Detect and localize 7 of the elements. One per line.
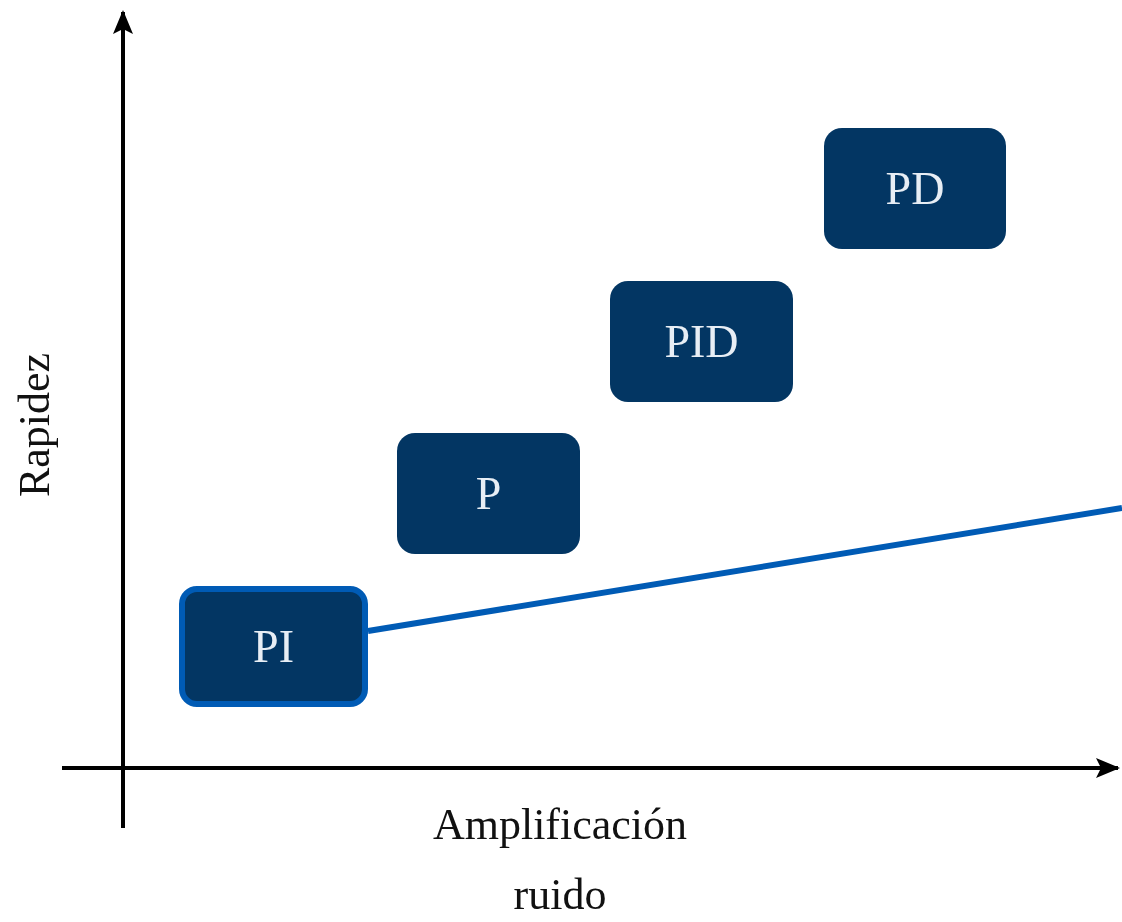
controller-box: PD	[824, 128, 1006, 249]
controller-box: P	[397, 433, 580, 554]
trend-line	[367, 505, 1122, 635]
controller-box: PI	[179, 586, 368, 707]
y-axis-label: Rapidez	[9, 351, 60, 500]
x-axis-label: Amplificación ruido	[431, 799, 689, 921]
controller-box: PID	[610, 281, 793, 402]
